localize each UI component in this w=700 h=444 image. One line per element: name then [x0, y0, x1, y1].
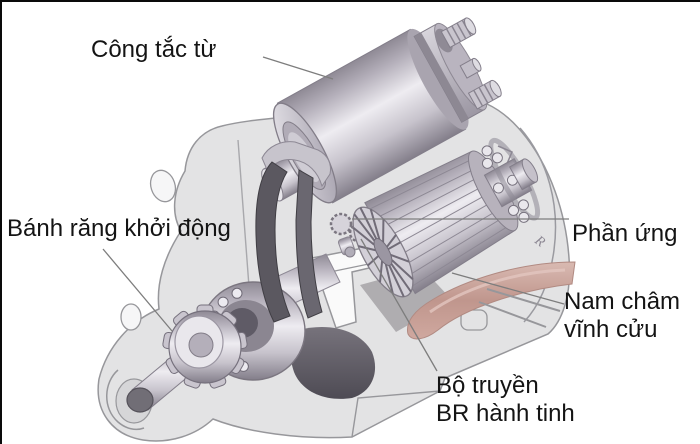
callout-planetary-gear: Bộ truyền BR hành tinh	[436, 372, 575, 428]
armature	[352, 137, 541, 298]
callout-permanent-magnet: Nam châm vĩnh cửu	[564, 288, 680, 344]
flange-hole-bottom	[120, 303, 142, 331]
foot-tab	[460, 309, 488, 331]
callout-solenoid-label: Công tắc từ	[91, 36, 217, 63]
callout-planetary-gear-line2: BR hành tinh	[436, 400, 575, 427]
callout-pinion-gear-label: Bánh răng khởi động	[7, 215, 231, 242]
callout-permanent-magnet-line2: vĩnh cửu	[564, 316, 658, 343]
solenoid-terminals	[435, 17, 502, 110]
bell-inner-rim	[519, 127, 557, 323]
callout-armature-label: Phần ứng	[572, 220, 678, 247]
pinion-assembly	[126, 281, 306, 413]
clutch-body	[290, 326, 376, 399]
leader-planetary	[360, 238, 438, 372]
leader-lines	[102, 56, 569, 372]
callout-solenoid: Công tắc từ	[91, 36, 216, 64]
leader-solenoid	[262, 56, 334, 80]
callout-armature: Phần ứng	[572, 220, 677, 248]
leader-magnet	[451, 272, 565, 305]
pinion-gear-wheel	[162, 304, 248, 389]
flange-hole-top	[149, 169, 177, 203]
image-border-top	[0, 0, 700, 2]
callout-pinion-gear: Bánh răng khởi động	[7, 215, 231, 243]
image-border-left	[0, 0, 2, 444]
callout-permanent-magnet-line1: Nam châm	[564, 288, 681, 315]
rear-bearing	[481, 137, 541, 223]
callout-planetary-gear-line1: Bộ truyền	[436, 372, 539, 399]
leader-pinion	[102, 248, 173, 332]
yoke-ribs	[478, 288, 561, 328]
shift-fork	[255, 141, 331, 323]
nose-curve	[106, 369, 145, 431]
